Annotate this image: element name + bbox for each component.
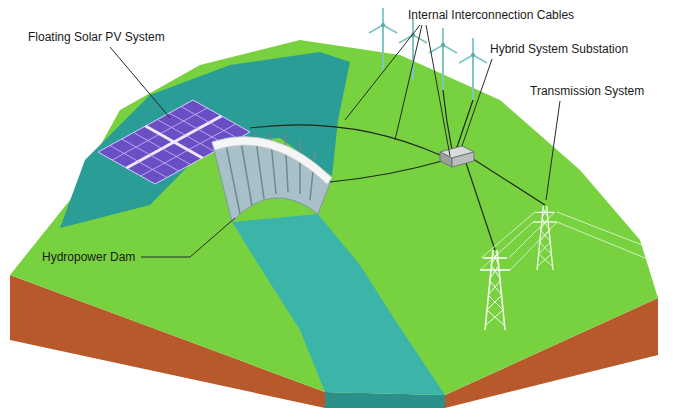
terrain-top: [10, 40, 658, 395]
river: [232, 214, 445, 395]
reservoir: [60, 52, 350, 228]
substation: [440, 146, 474, 167]
interconnection-cables: [250, 90, 545, 250]
leader-lines: [110, 25, 560, 257]
callout-label: Hydropower Dam: [42, 250, 135, 264]
callout-label: Hybrid System Substation: [490, 42, 628, 56]
hydropower-dam: [212, 132, 332, 222]
callout-label: Transmission System: [530, 84, 644, 98]
callout-label: Floating Solar PV System: [28, 30, 165, 44]
callout-label: Internal Interconnection Cables: [408, 8, 574, 22]
transmission-towers: [480, 206, 655, 330]
